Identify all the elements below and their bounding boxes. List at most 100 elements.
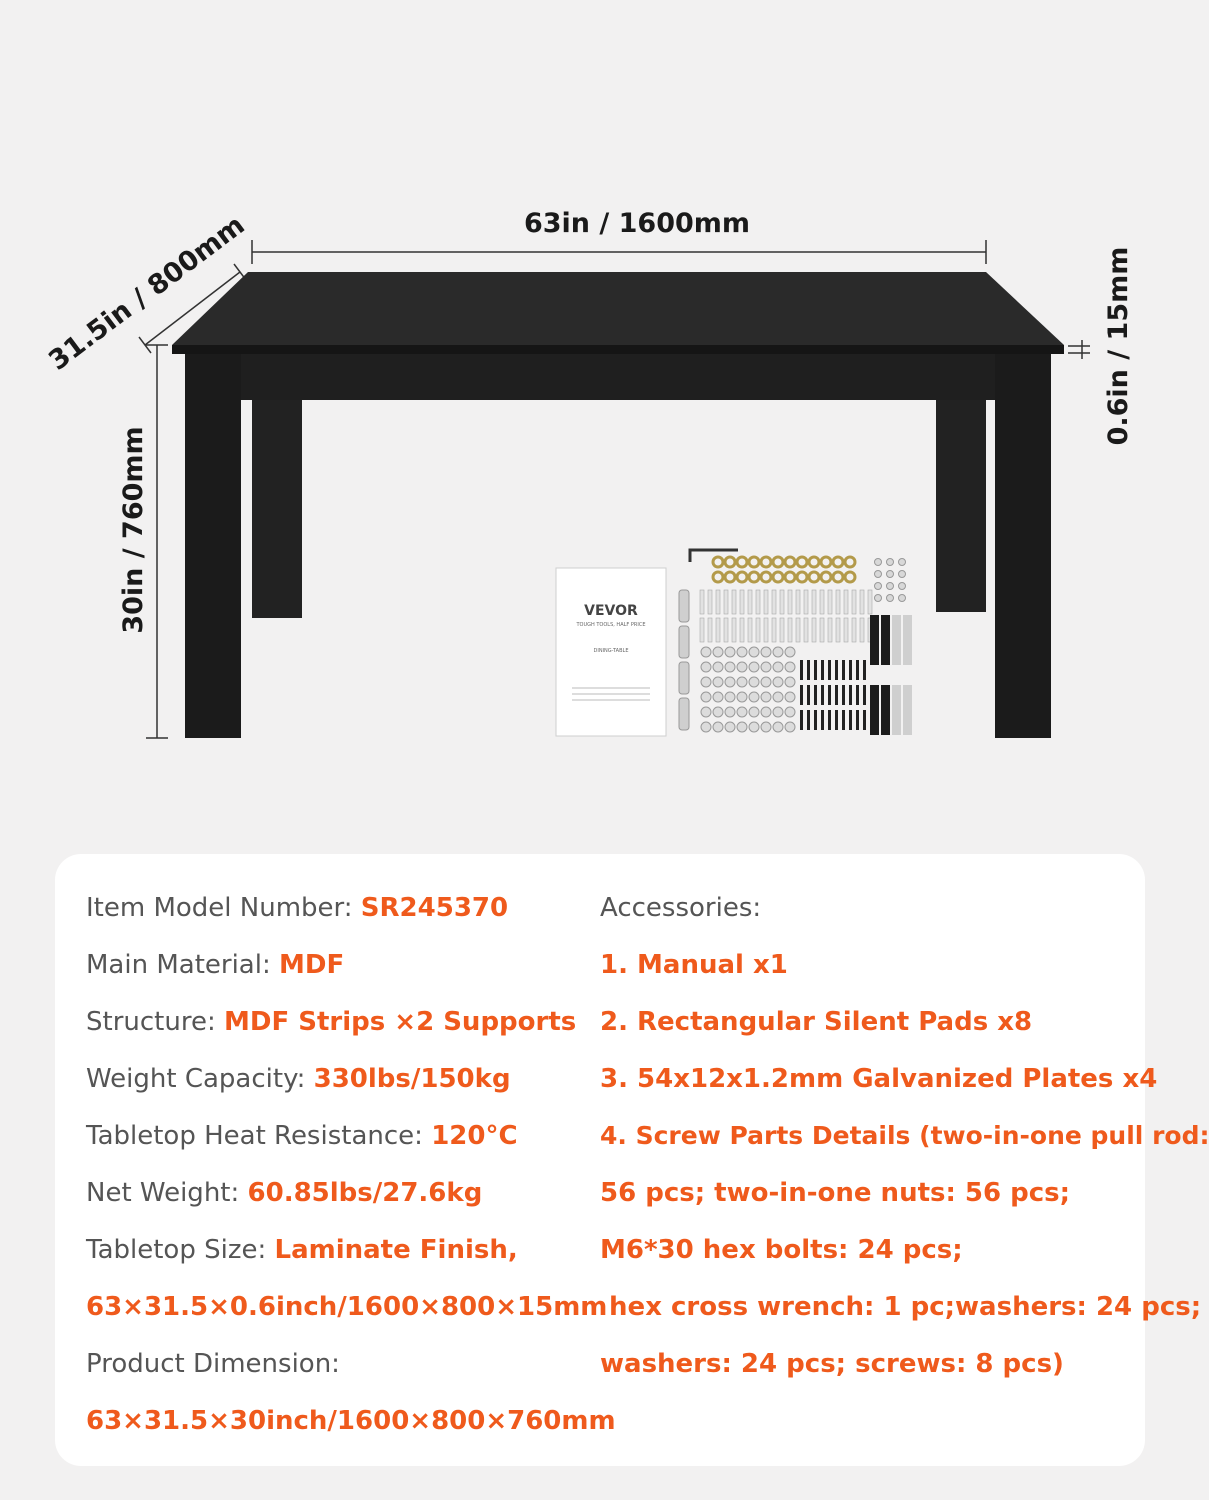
spec-main-material: Main Material: MDF	[86, 949, 344, 981]
hex-bolt	[856, 660, 859, 680]
pull-rod	[763, 617, 769, 643]
spec-label: Product Dimension:	[86, 1349, 340, 1379]
spec-value: Laminate Finish,	[274, 1235, 518, 1265]
two-in-one-nut	[760, 691, 772, 703]
two-in-one-nut	[748, 691, 760, 703]
two-in-one-nut	[772, 721, 784, 733]
washer	[747, 555, 761, 569]
washer	[711, 555, 725, 569]
nut	[874, 558, 882, 566]
two-in-one-nut	[712, 706, 724, 718]
spec-label: Net Weight:	[86, 1178, 248, 1208]
two-in-one-nut	[736, 646, 748, 658]
pull-rod	[811, 589, 817, 615]
hex-bolt	[807, 660, 810, 680]
hex-wrench	[688, 548, 738, 562]
pull-rod	[843, 617, 849, 643]
pull-rod	[779, 617, 785, 643]
spec-tabletop-size-cont: 63×31.5×0.6inch/1600×800×15mm	[86, 1291, 607, 1323]
back-left-leg	[252, 400, 302, 618]
pull-rod	[779, 589, 785, 615]
silent-pad	[881, 615, 890, 665]
spec-product-dimension: Product Dimension:	[86, 1348, 340, 1380]
hex-bolt	[835, 710, 838, 730]
two-in-one-nut	[712, 661, 724, 673]
pull-rod	[715, 617, 721, 643]
back-right-leg	[936, 400, 986, 612]
nut	[886, 594, 894, 602]
silent-pad	[903, 615, 912, 665]
accessory-item-screw-parts-cont: hex cross wrench: 1 pc;washers: 24 pcs;	[600, 1292, 1202, 1322]
accessory-item-silent-pads: 2. Rectangular Silent Pads x8	[600, 1007, 1033, 1037]
washer	[735, 570, 749, 584]
spec-label: Item Model Number:	[86, 893, 361, 923]
hex-bolt	[835, 660, 838, 680]
washer	[759, 555, 773, 569]
spec-label: Tabletop Heat Resistance:	[86, 1121, 432, 1151]
two-in-one-nut	[712, 676, 724, 688]
two-in-one-nut	[700, 706, 712, 718]
spec-value: 330lbs/150kg	[313, 1064, 511, 1094]
nut	[886, 558, 894, 566]
two-in-one-nut	[772, 691, 784, 703]
two-in-one-nut	[712, 691, 724, 703]
washer	[819, 570, 833, 584]
hex-bolt	[849, 710, 852, 730]
two-in-one-nut	[748, 721, 760, 733]
hex-bolt	[856, 685, 859, 705]
pull-rod	[859, 617, 865, 643]
two-in-one-nut	[784, 721, 796, 733]
two-in-one-nut	[748, 706, 760, 718]
two-in-one-nut	[736, 706, 748, 718]
hex-bolt	[821, 660, 824, 680]
two-in-one-nut	[760, 706, 772, 718]
hex-bolt	[835, 685, 838, 705]
hex-bolt	[828, 685, 831, 705]
washer	[783, 555, 797, 569]
two-in-one-nut	[784, 676, 796, 688]
washer	[771, 555, 785, 569]
accessory-item-galvanized-plates: 3. 54x12x1.2mm Galvanized Plates x4	[600, 1064, 1158, 1094]
galvanized-plate	[678, 661, 690, 695]
galvanized-plate	[678, 625, 690, 659]
two-in-one-nut	[760, 661, 772, 673]
accessory-item-screw-parts-cont: M6*30 hex bolts: 24 pcs;	[600, 1235, 963, 1265]
width-label: 63in / 1600mm	[524, 208, 750, 239]
hex-bolt	[863, 685, 866, 705]
two-in-one-nut	[748, 661, 760, 673]
washer	[843, 555, 857, 569]
two-in-one-nut	[712, 646, 724, 658]
pull-rod	[771, 589, 777, 615]
spec-product-dimension-value: 63×31.5×30inch/1600×800×760mm	[86, 1405, 616, 1437]
nut	[874, 570, 882, 578]
hex-bolt	[849, 660, 852, 680]
spec-value: 120°C	[431, 1121, 518, 1151]
spec-value: SR245370	[360, 893, 509, 923]
washer	[759, 570, 773, 584]
two-in-one-nut	[784, 691, 796, 703]
two-in-one-nut	[712, 721, 724, 733]
manual-brand-logo: VEVOR	[584, 603, 638, 619]
hex-bolt	[828, 660, 831, 680]
washer	[723, 570, 737, 584]
two-in-one-nut	[772, 676, 784, 688]
spec-net-weight: Net Weight: 60.85lbs/27.6kg	[86, 1177, 482, 1209]
two-in-one-nut	[784, 646, 796, 658]
spec-weight-capacity: Weight Capacity: 330lbs/150kg	[86, 1063, 511, 1095]
spec-tabletop-size: Tabletop Size: Laminate Finish,	[86, 1234, 518, 1266]
hex-bolt	[828, 710, 831, 730]
pull-rod	[715, 589, 721, 615]
hex-bolt	[856, 710, 859, 730]
washer	[831, 570, 845, 584]
front-left-leg	[185, 354, 241, 738]
pull-rod	[859, 589, 865, 615]
hex-bolt	[800, 660, 803, 680]
two-in-one-nut	[760, 646, 772, 658]
washer	[747, 570, 761, 584]
two-in-one-nut	[724, 646, 736, 658]
manual-product-name: DINING-TABLE	[594, 648, 629, 654]
manual-tagline: TOUGH TOOLS, HALF PRICE	[576, 622, 646, 628]
hex-bolt	[821, 685, 824, 705]
pull-rod	[827, 617, 833, 643]
two-in-one-nut	[736, 661, 748, 673]
